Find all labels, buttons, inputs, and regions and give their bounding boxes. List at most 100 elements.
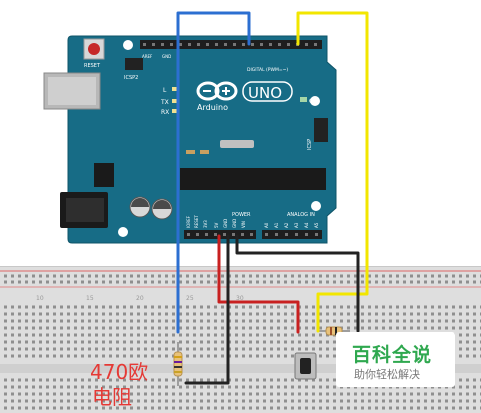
breadboard-hole — [95, 312, 98, 316]
breadboard-hole — [466, 378, 469, 382]
breadboard-hole — [207, 399, 210, 403]
breadboard-hole — [158, 378, 161, 382]
watermark-subtitle: 助你轻松解决 — [354, 368, 420, 381]
breadboard-hole — [46, 326, 49, 330]
breadboard-hole — [375, 280, 378, 284]
breadboard-hole — [340, 305, 343, 309]
breadboard-hole — [249, 305, 252, 309]
breadboard-hole — [256, 347, 259, 351]
breadboard-hole — [326, 305, 329, 309]
breadboard-hole — [319, 347, 322, 351]
header-pin — [265, 233, 268, 236]
breadboard-hole — [25, 406, 28, 410]
breadboard-hole — [305, 319, 308, 323]
breadboard-hole — [137, 333, 140, 337]
breadboard-hole — [424, 385, 427, 389]
breadboard-hole — [221, 319, 224, 323]
breadboard-hole — [319, 319, 322, 323]
breadboard-hole — [375, 312, 378, 316]
header-pin — [187, 233, 190, 236]
breadboard-hole — [102, 274, 105, 278]
breadboard-hole — [46, 354, 49, 358]
breadboard-hole — [46, 280, 49, 284]
breadboard-hole — [67, 385, 70, 389]
breadboard-hole — [354, 280, 357, 284]
breadboard-hole — [221, 392, 224, 396]
breadboard-hole — [319, 340, 322, 344]
breadboard-hole — [158, 399, 161, 403]
breadboard-hole — [473, 319, 476, 323]
breadboard-hole — [165, 319, 168, 323]
breadboard-hole — [424, 326, 427, 330]
breadboard-hole — [130, 305, 133, 309]
breadboard-hole — [333, 319, 336, 323]
breadboard-hole — [382, 305, 385, 309]
breadboard-hole — [25, 378, 28, 382]
blue-wire — [176, 11, 251, 334]
breadboard-hole — [249, 280, 252, 284]
digital-label: DIGITAL (PWM=~) — [247, 67, 288, 73]
breadboard-hole — [186, 399, 189, 403]
watermark-title: 百科全说 — [352, 344, 433, 366]
header-pin — [170, 43, 173, 46]
breadboard-hole — [263, 340, 266, 344]
breadboard-hole — [172, 326, 175, 330]
breadboard-hole — [18, 274, 21, 278]
breadboard-hole — [130, 392, 133, 396]
breadboard-hole — [445, 406, 448, 410]
column-number: 20 — [136, 295, 144, 302]
header-pin — [224, 43, 227, 46]
breadboard-hole — [466, 347, 469, 351]
breadboard-hole — [193, 392, 196, 396]
header-pin — [269, 43, 272, 46]
breadboard-hole — [424, 319, 427, 323]
breadboard-hole — [403, 326, 406, 330]
breadboard-hole — [11, 340, 14, 344]
breadboard-hole — [137, 312, 140, 316]
breadboard-hole — [382, 392, 385, 396]
breadboard-hole — [214, 385, 217, 389]
header-pin — [188, 43, 191, 46]
breadboard-hole — [32, 385, 35, 389]
breadboard-hole — [354, 385, 357, 389]
breadboard-hole — [109, 406, 112, 410]
breadboard-hole — [221, 406, 224, 410]
header-pin — [161, 43, 164, 46]
breadboard-hole — [466, 319, 469, 323]
breadboard-hole — [186, 305, 189, 309]
breadboard-hole — [158, 340, 161, 344]
breadboard-hole — [130, 347, 133, 351]
breadboard-hole — [116, 326, 119, 330]
breadboard-hole — [74, 399, 77, 403]
breadboard-hole — [298, 406, 301, 410]
breadboard-hole — [109, 347, 112, 351]
breadboard-hole — [403, 305, 406, 309]
breadboard-hole — [172, 333, 175, 337]
breadboard-hole — [263, 326, 266, 330]
breadboard-hole — [109, 392, 112, 396]
breadboard-hole — [144, 378, 147, 382]
breadboard-hole — [123, 399, 126, 403]
breadboard-hole — [88, 333, 91, 337]
breadboard-hole — [186, 319, 189, 323]
breadboard-hole — [326, 347, 329, 351]
breadboard-hole — [165, 333, 168, 337]
breadboard-hole — [214, 406, 217, 410]
breadboard-hole — [256, 326, 259, 330]
breadboard-hole — [207, 319, 210, 323]
breadboard-hole — [207, 406, 210, 410]
breadboard-hole — [123, 333, 126, 337]
breadboard-hole — [431, 312, 434, 316]
breadboard-hole — [389, 326, 392, 330]
breadboard-hole — [319, 399, 322, 403]
breadboard-hole — [249, 347, 252, 351]
breadboard-hole — [277, 340, 280, 344]
breadboard-hole — [193, 347, 196, 351]
breadboard-hole — [403, 399, 406, 403]
digital-header — [140, 40, 322, 49]
breadboard-hole — [284, 399, 287, 403]
breadboard-hole — [291, 280, 294, 284]
breadboard-hole — [284, 406, 287, 410]
breadboard-hole — [263, 305, 266, 309]
breadboard-hole — [291, 340, 294, 344]
